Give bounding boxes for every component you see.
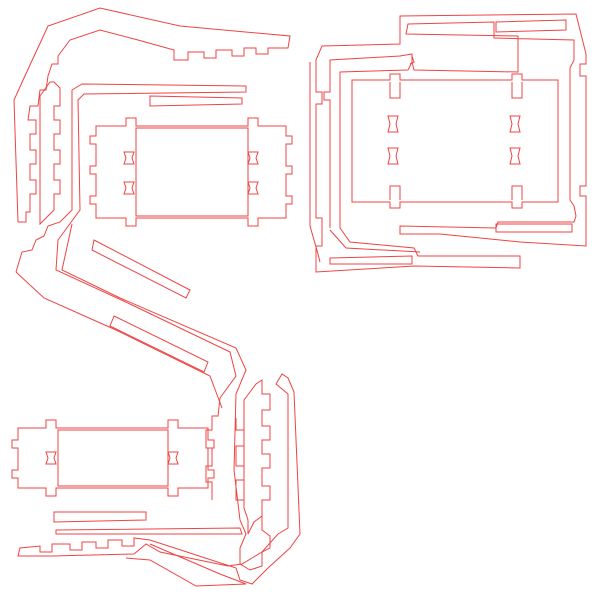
tray-right-rail-right xyxy=(511,82,523,99)
slat-left-upper-3 xyxy=(109,315,209,373)
frame-right-c xyxy=(315,13,587,273)
frame-right-c-inner xyxy=(323,53,413,228)
tray-right xyxy=(351,73,559,209)
frame-left-upper-spine xyxy=(39,81,61,226)
frame-left-upper-s-bend xyxy=(61,223,271,571)
frame-right-c-outer-rail xyxy=(309,62,321,263)
tray-right-slot-2 xyxy=(387,147,399,165)
frame-right-c-lower-rail xyxy=(329,229,421,253)
slat-right-lower-1 xyxy=(495,223,573,233)
tray-left-lower-slot-1 xyxy=(45,451,57,465)
tray-left-lower-slot-2 xyxy=(167,451,179,465)
frame-left-upper-outer-run xyxy=(15,271,223,409)
slat-right-bottom xyxy=(409,55,415,65)
frame-left-lower-riser xyxy=(243,379,271,535)
tray-right-rail-right-bottom xyxy=(511,185,523,200)
tray-left-upper-slot-1 xyxy=(123,151,135,165)
tray-right-slot-3 xyxy=(509,115,521,133)
frame-left-upper xyxy=(13,7,291,223)
tray-left-lower-inner xyxy=(57,429,169,487)
tray-left-upper-slot-2 xyxy=(123,181,135,195)
tray-left-upper-inner xyxy=(135,127,249,217)
tray-left-upper-slot-4 xyxy=(247,181,259,195)
tray-left-upper-slot-3 xyxy=(247,151,259,165)
slat-left-upper-2 xyxy=(91,239,191,299)
slat-right-top xyxy=(495,19,567,33)
tray-left-lower xyxy=(11,419,215,497)
tray-right-slot-4 xyxy=(509,147,521,165)
frame-left-lower xyxy=(17,373,301,585)
frame-left-lower-riser-2 xyxy=(235,418,245,501)
slat-right-lower-2 xyxy=(329,255,413,265)
tray-right-slot-1 xyxy=(387,115,399,133)
frame-left-lower-outer xyxy=(125,543,247,587)
tray-right-rail-left xyxy=(389,82,401,99)
tray-right-rail-left-bottom xyxy=(389,185,401,200)
slat-left-lower xyxy=(53,511,147,523)
strip-right-lower xyxy=(55,527,243,535)
tray-left-upper xyxy=(89,117,293,227)
slat-left-upper-1 xyxy=(149,95,243,107)
